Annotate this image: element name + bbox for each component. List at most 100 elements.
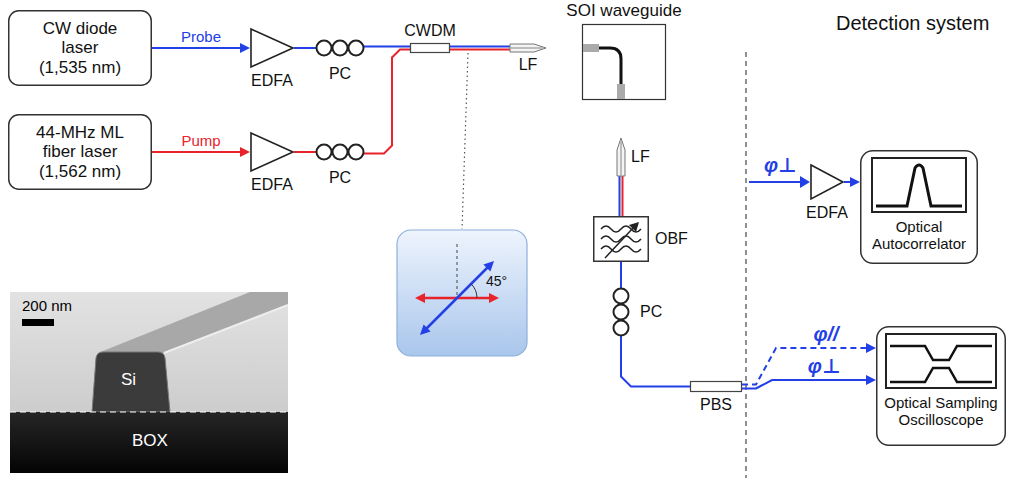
material-label: BOX — [132, 432, 168, 451]
polarization-controller: PC — [608, 288, 634, 336]
wdm-coupler: CWDM — [410, 43, 450, 53]
amplifier-symbol — [811, 165, 843, 199]
text-slot: PC — [329, 65, 351, 83]
text-slot: Optical Sampling Oscilloscope — [880, 394, 1002, 429]
text-slot: PC — [329, 169, 351, 187]
waveguide-chip: SOI waveguide — [582, 24, 666, 100]
instrument-outline — [877, 327, 1006, 446]
section-title: Detection system — [836, 12, 989, 34]
fiber-line — [620, 262, 622, 288]
component-label: LF — [519, 56, 538, 74]
fiber-connector — [621, 336, 690, 387]
fiber-line — [152, 151, 243, 153]
amplifier-symbol — [251, 29, 293, 67]
scale-bar — [22, 319, 54, 326]
amplifier-symbol — [251, 133, 293, 171]
detection-boundary — [745, 52, 746, 478]
edge-label: φ⊥ — [808, 355, 840, 377]
fiber-loop — [333, 145, 348, 160]
label-slot: BOX — [132, 432, 168, 451]
label-slot: φ⊥ — [808, 355, 840, 377]
text-slot: LF — [631, 148, 650, 166]
fiber-line — [294, 151, 316, 153]
bump-trace — [890, 368, 992, 382]
fiber-connector — [620, 176, 623, 216]
grating-coupler — [617, 84, 625, 99]
laser-source: CW diode laser (1,535 nm) — [8, 10, 152, 86]
ridge-edge — [164, 305, 288, 353]
instrument-screen — [886, 334, 996, 388]
material-label: Si — [121, 371, 136, 390]
amplifier-triangle: EDFA — [810, 164, 844, 200]
shape-outline — [617, 138, 625, 176]
component-label: PBS — [700, 396, 732, 414]
fiber-connector — [364, 46, 410, 47]
arrowhead — [483, 261, 494, 272]
component-label: EDFA — [251, 176, 293, 194]
polarization-inset — [397, 230, 527, 356]
fiber-loop — [349, 41, 364, 56]
fiber-loop — [614, 289, 629, 304]
text-slot: CWDM — [404, 22, 456, 40]
shape-outline — [510, 44, 546, 52]
fiber-loop — [614, 305, 629, 320]
ridge-top — [98, 292, 288, 353]
connector-group — [152, 47, 869, 389]
probe-polarization — [426, 267, 488, 329]
text-slot: LF — [519, 56, 538, 74]
device-label: 44-MHz ML fiber laser (1,562 nm) — [33, 123, 127, 182]
fiber-loop — [349, 145, 364, 160]
fiber-line — [450, 46, 510, 48]
text-slot: PBS — [700, 396, 732, 414]
instrument-screen — [872, 158, 966, 212]
filter-box — [594, 217, 649, 262]
laser-box — [9, 11, 152, 86]
sem-image — [10, 292, 288, 473]
fiber-loop — [614, 321, 629, 336]
sem-background — [10, 292, 288, 473]
arrowhead — [800, 176, 810, 188]
component-label: PC — [329, 65, 351, 83]
label-slot: Probe — [181, 29, 221, 46]
fiber-connector — [294, 48, 316, 49]
fiber-line — [621, 336, 690, 387]
text-slot: EDFA — [806, 204, 848, 222]
component-label: LF — [631, 148, 650, 166]
shape-outline — [316, 35, 364, 61]
fiber-line — [364, 50, 410, 154]
text-slot: OBF — [655, 230, 688, 248]
filter-wave — [601, 246, 641, 252]
amplifier-triangle: EDFA — [250, 28, 294, 68]
component-label: OBF — [655, 230, 688, 248]
fiber-core — [510, 47, 543, 49]
fiber-line — [294, 47, 316, 49]
label-slot: Pump — [181, 133, 220, 150]
dip-trace — [890, 346, 992, 360]
shape-outline — [250, 28, 294, 68]
interface-line — [10, 411, 288, 412]
device-label: CW diode laser (1,535 nm) — [37, 19, 123, 78]
pulse-trace — [876, 165, 962, 206]
label-slot: 45° — [486, 274, 507, 289]
shape-outline — [593, 216, 649, 262]
angle-label: 45° — [486, 274, 507, 289]
fiber-connector — [294, 152, 316, 153]
fiber-connector — [844, 182, 853, 183]
component-label: EDFA — [806, 204, 848, 222]
lensed-fiber: LF — [510, 44, 546, 52]
shape-outline — [410, 43, 450, 53]
fiber-line — [742, 380, 869, 389]
laser-box — [9, 115, 152, 190]
polarization-controller: PC — [316, 35, 364, 61]
tuning-arrow — [605, 227, 634, 258]
label-slot: 200 nm — [22, 298, 72, 315]
leader-line — [462, 53, 468, 229]
fiber-loop — [333, 41, 348, 56]
fiber-tip — [617, 138, 625, 176]
arrowhead — [629, 222, 639, 232]
polarization-controller: PC — [316, 139, 364, 165]
amplifier-triangle: EDFA — [250, 132, 294, 172]
edge-label: Probe — [181, 29, 221, 46]
